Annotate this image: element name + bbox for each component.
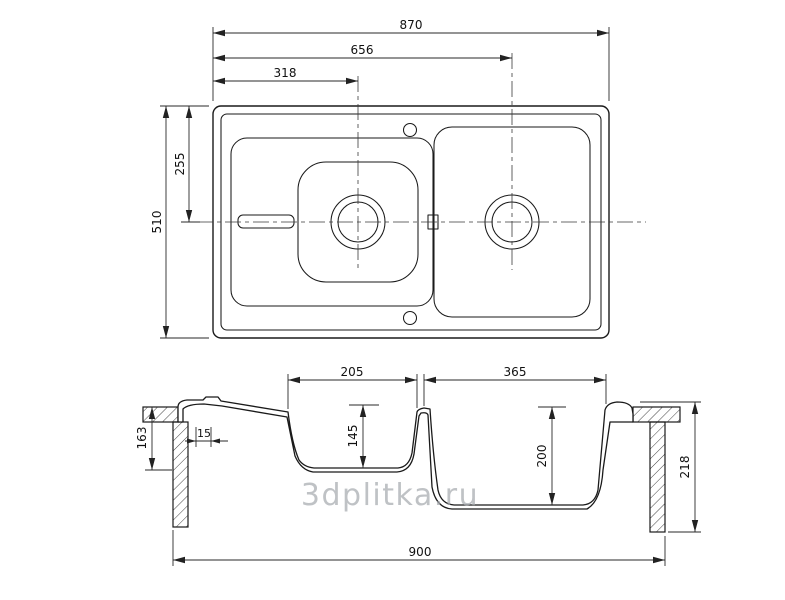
section-view: 205 365 15 145 163 200 218 900 [135,365,701,566]
dim-label-318: 318 [274,66,297,80]
dim-label-365: 365 [504,365,527,379]
dim-label-510: 510 [150,211,164,234]
dim-label-218: 218 [678,456,692,479]
watermark: 3dplitka.ru [301,478,479,513]
dim-label-900: 900 [409,545,432,559]
dim-label-15: 15 [197,427,211,440]
dim-label-163: 163 [135,427,149,450]
dim-15-arrow-right [211,438,220,444]
tap-hole-top [402,122,418,138]
dim-label-205: 205 [341,365,364,379]
countertop-left [142,406,179,423]
dim-label-656: 656 [351,43,374,57]
dim-label-255: 255 [173,153,187,176]
drain-groove [237,214,295,229]
countertop-right [632,406,681,423]
dim-label-145: 145 [346,425,360,448]
tap-hole-bottom [402,310,418,326]
dim-label-200: 200 [535,445,549,468]
dim-15-arrow-left [187,438,196,444]
cabinet-side-left [172,421,189,528]
sink-outline [212,105,610,339]
dim-label-870: 870 [400,18,423,32]
sink-section-profile [177,396,634,510]
cabinet-side-right [649,421,666,533]
top-view: 870 656 318 510 255 [150,18,646,339]
